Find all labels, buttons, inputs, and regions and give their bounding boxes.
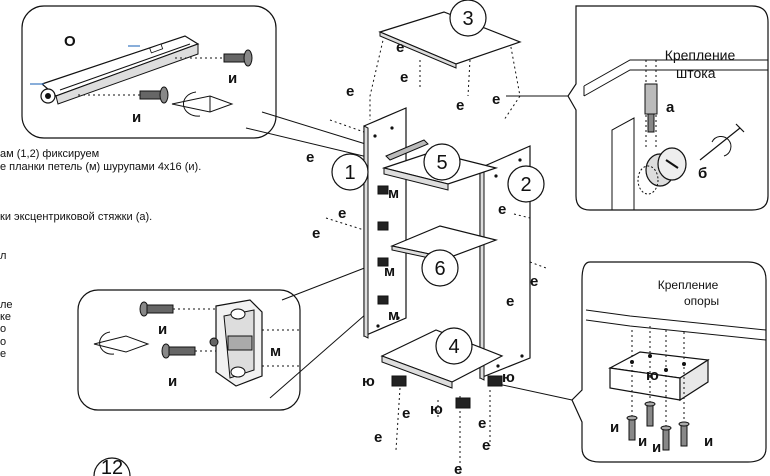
rod-label-a: а	[666, 99, 675, 116]
screwdriver-icon	[93, 331, 150, 355]
instruction-line-3: ки эксцентриковой стяжки (а).	[0, 211, 153, 223]
svg-text:е: е	[506, 293, 514, 310]
svg-text:м: м	[388, 185, 399, 202]
support-screw-label-4: и	[704, 433, 713, 450]
fastener-labels: е е е е е е е е е е е е е е е е м м м ю …	[306, 39, 538, 476]
svg-text:е: е	[346, 83, 354, 100]
support-title-1: Крепление	[658, 278, 719, 292]
part-number-1: 1	[331, 153, 369, 191]
callout-rod: Крепление штока а б	[506, 5, 769, 211]
screw-icon	[78, 86, 169, 104]
svg-text:е: е	[306, 149, 314, 166]
slide-screw-label-1: и	[228, 70, 237, 87]
instruction-line-1: ам (1,2) фиксируем	[0, 148, 100, 160]
drawer-slide-rail	[385, 139, 429, 161]
callout-hinge: и и м	[77, 261, 383, 411]
hinge-plate	[377, 221, 389, 231]
slide-part-letter: О	[64, 33, 76, 50]
svg-text:е: е	[338, 205, 346, 222]
part-number-4: 4	[435, 327, 473, 365]
hinge-plate	[377, 185, 389, 195]
support-screw-label-1: и	[610, 419, 619, 436]
svg-text:е: е	[498, 201, 506, 218]
svg-text:е: е	[492, 91, 500, 108]
callout-slide: О и и	[21, 5, 386, 161]
svg-text:м: м	[388, 307, 399, 324]
hinge-plate	[377, 295, 389, 305]
svg-text:6: 6	[434, 258, 445, 280]
svg-text:ю: ю	[430, 401, 443, 418]
instruction-side-5: е	[0, 348, 7, 360]
instruction-side-1: ле	[0, 299, 13, 311]
rod-dowel	[644, 60, 658, 150]
support-block	[487, 375, 503, 387]
screw-icon	[626, 415, 638, 441]
screw-icon	[660, 425, 672, 451]
hinge-screw-label-2: и	[168, 373, 177, 390]
instruction-side-2: ке	[0, 311, 12, 323]
rod-title-2: штока	[676, 65, 716, 81]
screw-icon	[644, 401, 656, 427]
instruction-side-3: о	[0, 323, 7, 335]
part-number-5: 5	[423, 143, 461, 181]
svg-text:12: 12	[101, 457, 123, 476]
hinge-screw-label-1: и	[158, 321, 167, 338]
support-block-label: ю	[646, 367, 659, 384]
screwdriver-icon	[699, 123, 745, 161]
hinge-plate	[209, 299, 300, 387]
instruction-line-2: е планки петель (м) шурупами 4х16 (и).	[0, 161, 202, 173]
support-block	[455, 397, 471, 409]
panel-3-top	[378, 11, 522, 69]
svg-text:е: е	[312, 225, 320, 242]
svg-text:е: е	[482, 437, 490, 454]
drawer-slide-rail	[30, 35, 200, 105]
svg-text:2: 2	[520, 174, 531, 196]
support-block	[391, 375, 407, 387]
rod-label-b: б	[698, 165, 707, 182]
instruction-side-4: о	[0, 336, 7, 348]
svg-text:3: 3	[462, 8, 473, 30]
hinge-plate-label: м	[270, 343, 281, 360]
svg-text:е: е	[396, 39, 404, 56]
svg-text:е: е	[530, 273, 538, 290]
screw-icon	[175, 49, 253, 67]
svg-text:е: е	[402, 405, 410, 422]
part-number-12: 12	[93, 457, 131, 476]
cabinet-exploded-view	[325, 11, 547, 476]
svg-text:е: е	[478, 415, 486, 432]
screwdriver-icon	[171, 91, 234, 117]
instruction-line-4: л	[0, 250, 7, 262]
support-title-2: опоры	[684, 294, 719, 308]
support-screw-label-3: и	[652, 439, 661, 456]
svg-text:1: 1	[344, 162, 355, 184]
svg-text:м: м	[384, 263, 395, 280]
screw-icon	[678, 421, 690, 447]
cam-lock-icon	[637, 147, 687, 195]
part-number-6: 6	[421, 249, 459, 287]
hinge-plate	[377, 257, 389, 267]
callout-support: Крепление опоры ю и и и и	[497, 261, 767, 463]
screw-icon	[139, 301, 220, 317]
svg-text:ю: ю	[362, 373, 375, 390]
svg-text:е: е	[454, 461, 462, 476]
svg-text:5: 5	[436, 152, 447, 174]
svg-text:е: е	[456, 97, 464, 114]
slide-screw-label-2: и	[132, 109, 141, 126]
svg-text:е: е	[400, 69, 408, 86]
part-number-2: 2	[507, 165, 545, 203]
support-block	[608, 326, 710, 428]
svg-text:ю: ю	[502, 369, 515, 386]
svg-text:е: е	[374, 429, 382, 446]
rod-title-1: Крепление	[665, 47, 736, 63]
svg-text:4: 4	[448, 336, 459, 358]
support-screw-label-2: и	[638, 433, 647, 450]
part-number-3: 3	[449, 0, 487, 37]
